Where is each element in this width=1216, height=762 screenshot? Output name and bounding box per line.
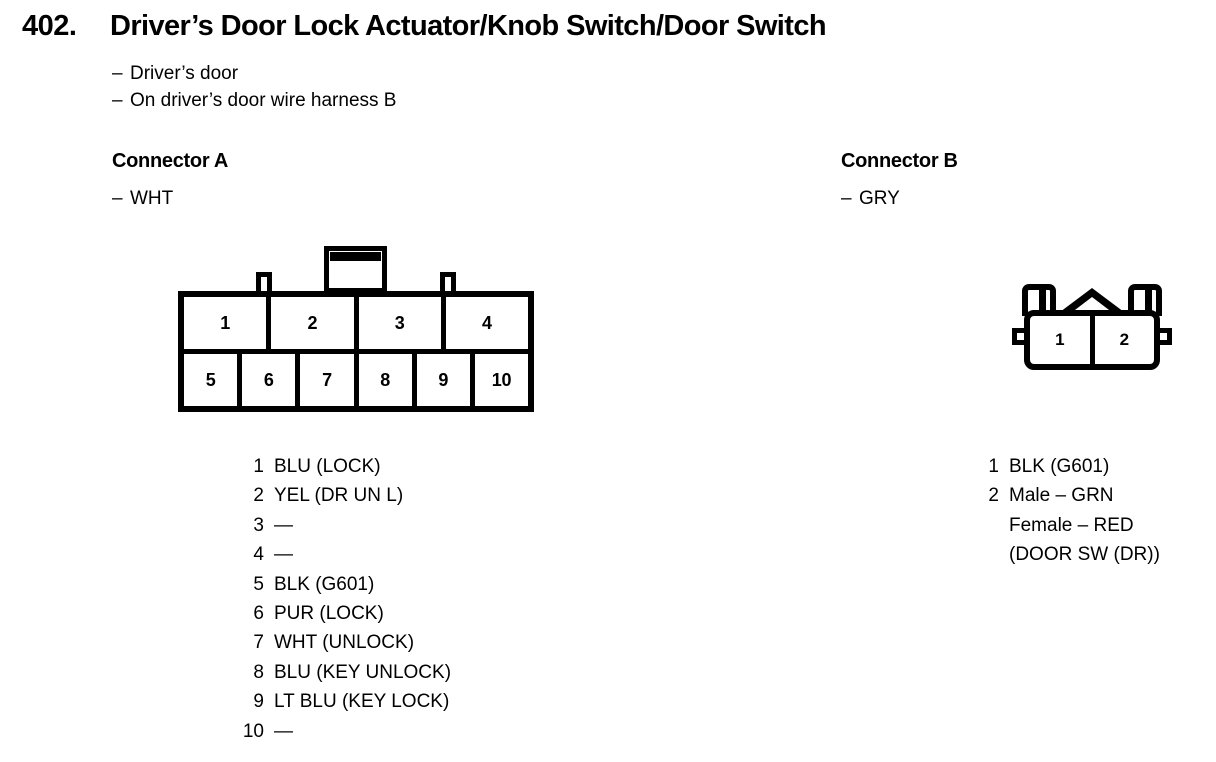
pin-cell: 5 [205,369,216,390]
header-note-item: – Driver’s door [112,60,396,87]
pin-list-item: 4 — [238,540,451,569]
pin-number: 6 [253,603,264,625]
section-number: 402. [22,10,77,42]
connector-b-tab-right-slot [1145,290,1152,316]
pin-number: 4 [253,544,264,566]
pin-list-item: 7 WHT (UNLOCK) [238,628,451,657]
pin-list-item: 2 YEL (DR UN L) [238,481,451,510]
pin-list-item: 6 PUR (LOCK) [238,599,451,628]
pin-number: 2 [988,485,999,507]
pin-number: 8 [253,661,264,683]
pin-cell: 2 [266,297,353,349]
dash-marker: – [841,188,852,209]
connector-a-diagram: 1 2 3 4 5 6 7 8 9 10 [178,246,534,412]
connector-b-color-text: GRY [859,188,900,209]
header-note-item: – On driver’s door wire harness B [112,87,396,114]
pin-description: LT BLU (KEY LOCK) [274,691,450,713]
pin-description: Male – GRN [1009,485,1114,507]
pin-description: BLK (G601) [274,573,375,595]
pin-description-extra: Female – RED [1009,514,1134,536]
pin-cell: 1 [220,312,230,333]
pin-number: 1 [988,456,999,477]
header-notes: – Driver’s door – On driver’s door wire … [112,60,396,114]
connector-a-notch-right [440,272,456,293]
pin-number: 1 [253,456,264,477]
pin-list-item: 10 — [238,717,451,746]
pin-description: YEL (DR UN L) [274,485,404,507]
pin-cell: 8 [353,354,412,406]
dash-marker: – [112,188,123,209]
pin-cell: 10 [469,354,528,406]
pin-list-item: 2 Male – GRN [973,481,1160,510]
pin-cell: 9 [411,354,470,406]
connector-b-body: 1 2 [1024,310,1160,370]
connector-a-latch-slot [330,252,381,261]
pin-cell: 3 [353,297,441,349]
connector-a-body: 1 2 3 4 5 6 7 8 9 10 [178,291,534,412]
header-note-text: On driver’s door wire harness B [130,90,397,111]
pin-list-item: 8 BLU (KEY UNLOCK) [238,658,451,687]
pin-description: WHT (UNLOCK) [274,632,415,654]
pin-list-item: 9 LT BLU (KEY LOCK) [238,687,451,716]
pin-number: 2 [253,485,264,507]
pin-number: 9 [253,691,264,713]
connector-a-heading: Connector A [112,150,228,172]
pin-description-extra: (DOOR SW (DR)) [1009,544,1160,566]
connector-a-pin-list: 1 BLU (LOCK) 2 YEL (DR UN L) 3 — 4 — 5 B… [238,452,451,746]
connector-b-heading: Connector B [841,150,958,172]
pin-list-item: 1 BLU (LOCK) [238,452,451,481]
pin-cell: 2 [1089,316,1155,364]
pin-cell: 6 [237,354,295,406]
connector-b-tab-left-slot [1039,290,1046,316]
connector-a-color: – WHT [112,188,173,210]
pin-list-item: 3 — [238,511,451,540]
pin-description: — [274,544,293,566]
connector-a-top-row: 1 2 3 4 [184,297,528,354]
pin-description: BLK (G601) [1009,456,1110,477]
header-note-text: Driver’s door [130,63,239,84]
pin-description: PUR (LOCK) [274,603,384,625]
pin-list-item: 5 BLK (G601) [238,570,451,599]
pin-description: BLU (LOCK) [274,456,381,477]
pin-number: 3 [253,514,264,536]
section-title: Driver’s Door Lock Actuator/Knob Switch/… [110,10,827,42]
pin-number: 7 [253,632,264,654]
pin-list-item: 1 BLK (G601) [973,452,1160,481]
pin-cell: 4 [440,297,528,349]
connector-b-center-peak [1060,288,1124,316]
connector-a-color-text: WHT [130,188,174,209]
page-title: 402. Driver’s Door Lock Actuator/Knob Sw… [22,10,827,43]
connector-b-pin-list: 1 BLK (G601) 2 Male – GRN Female – RED (… [973,452,1160,570]
pin-number: 5 [253,573,264,595]
connector-b-ear-left [1012,328,1026,345]
connector-a-bottom-row: 5 6 7 8 9 10 [184,354,528,406]
pin-cell: 1 [1055,330,1065,349]
pin-description: BLU (KEY UNLOCK) [274,661,452,683]
dash-marker: – [112,63,123,84]
connector-b-diagram: 1 2 [1012,284,1172,370]
pin-cell: 7 [295,354,353,406]
pin-description: — [274,720,293,742]
pin-number: 10 [242,720,264,742]
pin-description: — [274,514,293,536]
connector-b-ear-right [1158,328,1172,345]
connector-a-notch-left [256,272,272,293]
connector-b-color: – GRY [841,188,900,210]
dash-marker: – [112,90,123,111]
